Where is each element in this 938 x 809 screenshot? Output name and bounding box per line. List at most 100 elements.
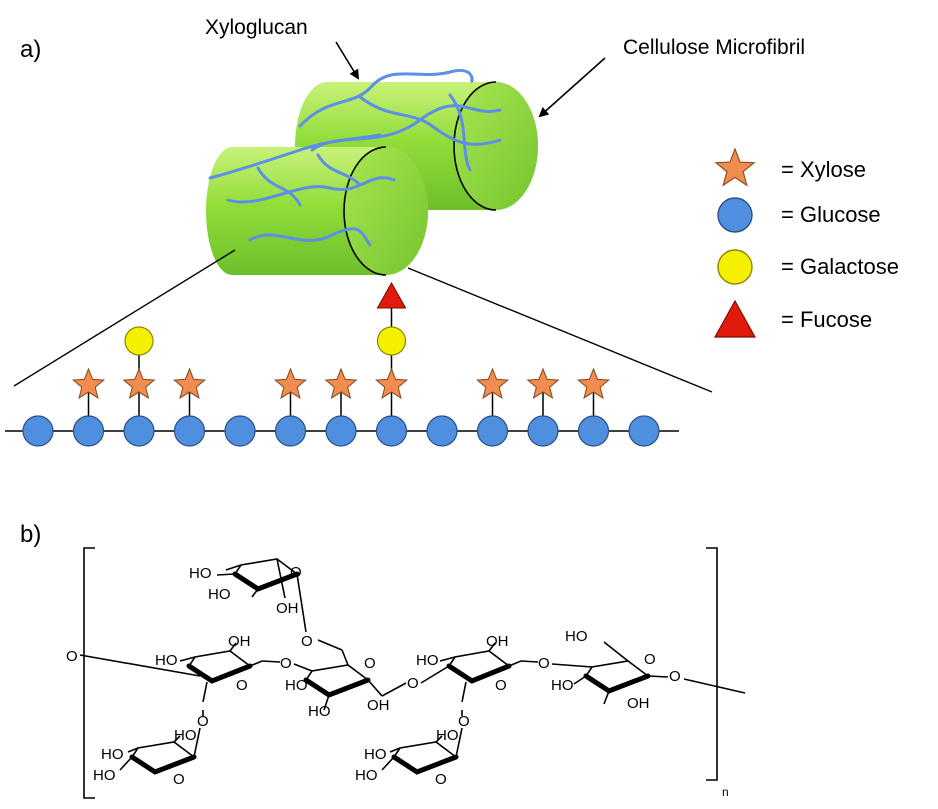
left-bracket [83,547,95,799]
link-o-3: O [538,655,550,672]
zoom-line-left [13,249,236,387]
glucose-circle [628,415,660,447]
legend-label-fucose: = Fucose [781,307,872,332]
repeat-subscript-n: n [722,785,729,799]
xylose-star [374,367,409,400]
ring2-oh: OH [367,697,390,714]
ring1-ho-a: HO [155,652,178,669]
glucose-circle [325,415,357,447]
xylbr-link-o: O [458,713,470,730]
glucose-circle [123,415,155,447]
glycosidic-bond-2 [381,682,407,697]
xyltop-link-o: O [301,633,313,650]
fucose-triangle-icon [713,299,757,338]
xyltop-ring-o: O [290,564,302,581]
glucose-circle [224,415,256,447]
xylose-ring-top [216,558,307,633]
xyloglucan-strands [208,68,502,247]
glucose-circle [375,415,408,447]
xyltop-ho-b: HO [208,586,231,603]
glucose-circle [577,415,610,447]
glucose-circle-icon [717,197,753,233]
ring3-oh-top: OH [486,633,509,650]
glucose-circle [274,415,307,447]
xylose-star [122,367,156,400]
xylose-ring-bottom-right [381,727,463,775]
xylbr-ring-o: O [435,771,447,788]
ring4-ho-left: HO [551,677,574,694]
glucose-circle [426,415,458,447]
ring2-ho-b: HO [308,703,331,720]
xylbr-ho-c: HO [436,727,459,744]
glycosidic-bond-1 [261,660,281,663]
ring4-ring-o: O [644,651,656,668]
xylbl-ring-o: O [173,771,185,788]
xylose-star [273,367,308,400]
link-o-1: O [280,655,292,672]
xylbl-link-o: O [197,713,209,730]
xylose-star [172,367,207,400]
microfibril-front [206,146,428,276]
xylbr-ho-a: HO [364,746,387,763]
xyloglucan-arrow [335,41,360,80]
xylbl-ho-a: HO [101,746,124,763]
xylose-star [324,367,358,400]
zoom-line-right [407,267,713,393]
backbone-bond-left [79,654,201,677]
xylbl-ho-c: HO [174,727,197,744]
xylose-star [576,367,611,400]
glucose-circle [173,415,206,447]
legend-label-galactose: = Galactose [781,254,899,279]
chemical-structure: n O O HO OH O O HO HO O [66,547,746,799]
xylbl-ho-b: HO [93,767,116,784]
glucose-circle [527,415,559,447]
ring1-ring-o: O [236,677,248,694]
xyltop-oh: OH [276,600,299,617]
legend-label-xylose: = Xylose [781,157,866,182]
ring2-ho: HO [285,677,308,694]
xylose-star [71,367,106,400]
glycosidic-bond-3 [520,660,539,663]
legend-item-fucose: = Fucose [713,299,872,338]
ring3-ring-o: O [495,677,507,694]
xylose-star-icon [714,147,756,187]
ring4-oh: OH [627,695,650,712]
panel-a-label: a) [20,36,41,63]
panel-b-label: b) [20,521,41,548]
right-oxygen: O [669,668,681,685]
xylbr-ho-b: HO [355,767,378,784]
legend: = Xylose = Glucose = Galactose = Fucose [713,147,899,338]
link-o-2: O [407,675,419,692]
legend-item-glucose: = Glucose [717,197,881,233]
xylose-star [475,367,510,400]
legend-label-glucose: = Glucose [781,202,881,227]
glucose-circle [22,415,54,447]
glucose-ring-1 [179,642,263,703]
ring3-ho: HO [416,652,439,669]
fucose-triangle [376,281,407,309]
xylose-ring-bottom-left [119,727,201,775]
backbone-bond-right [683,678,746,694]
galactose-circle-icon [717,249,753,285]
xylose-star [526,367,560,400]
xyltop-ho-a: HO [189,565,212,582]
cellulose-microfibril-label: Cellulose Microfibril [623,36,805,59]
glucose-ring-4 [551,641,669,705]
legend-item-galactose: = Galactose [717,249,899,285]
left-oxygen: O [66,648,78,665]
glucose-circle [476,415,509,447]
glucose-ring-2 [293,639,383,711]
legend-item-xylose: = Xylose [714,147,866,187]
galactose-circle [376,326,407,356]
xyloglucan-chain [5,281,679,447]
ring4-ho-top: HO [565,628,588,645]
microfibril-arrow [538,57,606,118]
xyloglucan-label: Xyloglucan [205,16,308,39]
galactose-circle [124,326,154,356]
glucose-circle [72,415,105,447]
ring1-oh-top: OH [228,633,251,650]
ring2-ring-o: O [364,655,376,672]
right-bracket [706,547,718,781]
glucose-ring-3 [420,642,522,703]
